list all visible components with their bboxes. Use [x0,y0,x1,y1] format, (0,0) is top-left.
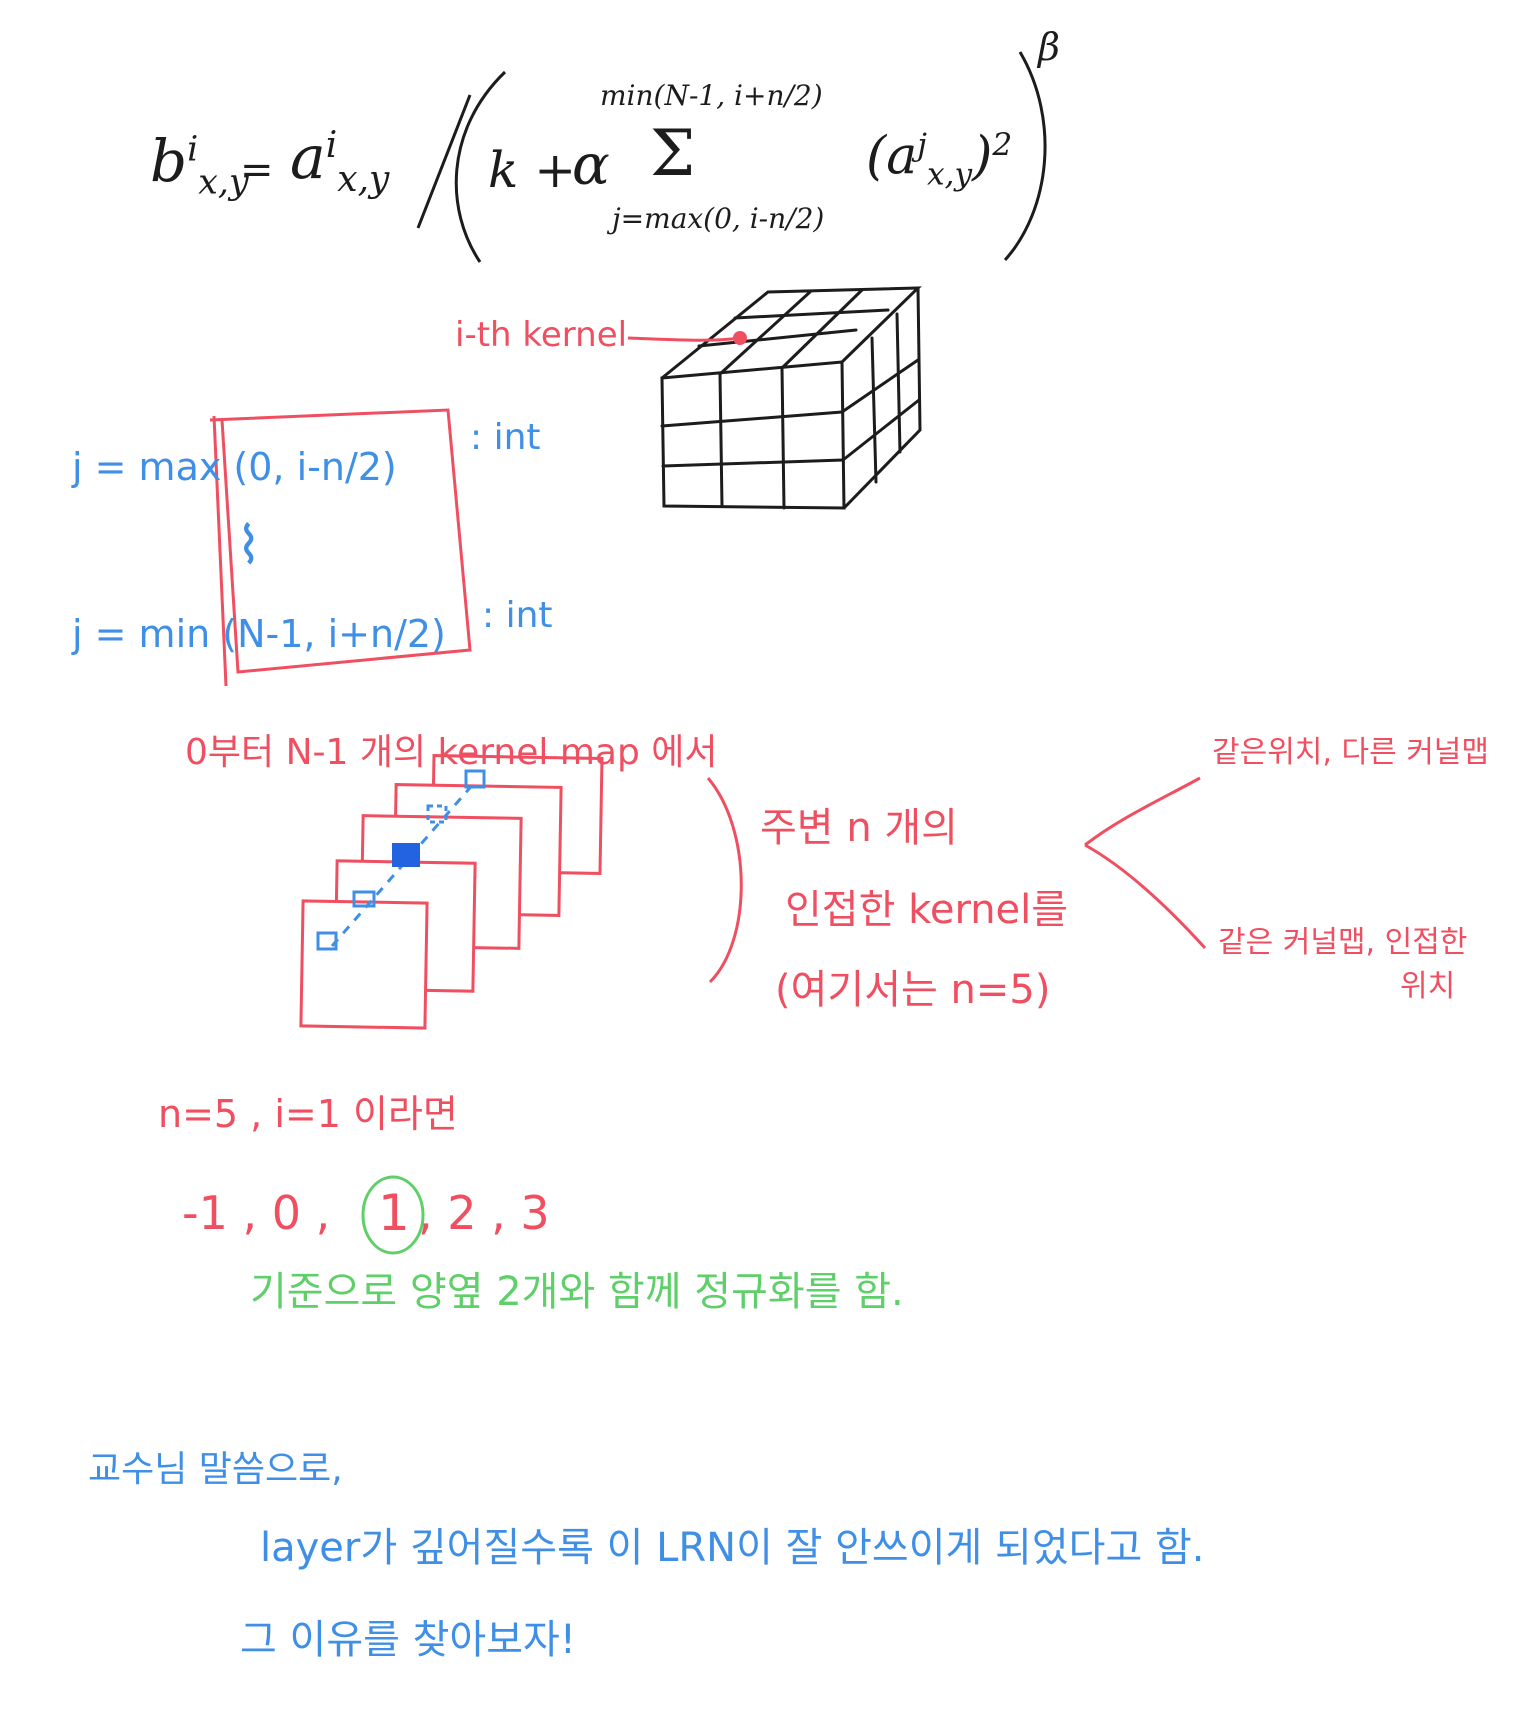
sequence-right: , 2 , 3 [418,1186,550,1240]
formula-alpha: α [572,133,610,198]
formula-sum-upper: min(N-1, i+n/2) [600,79,823,112]
maps-caption: 0부터 N-1 개의 kernel map 에서 [185,732,718,773]
formula-sum-lower: j=max(0, i-n/2) [612,202,825,235]
branch-bottom-label-2: 위치 [1400,969,1456,1004]
kernel-pointer-dot [733,331,747,345]
range-dots: ⌇ [236,516,262,576]
big-right-paren [1003,51,1047,262]
range-start: j = max (0, i-n/2) [72,445,397,489]
kernel-map-1 [299,899,429,1030]
neighbors-line-2: 인접한 kernel를 [785,887,1069,933]
closing-line-3: 그 이유를 찾아보자! [240,1617,576,1663]
example-condition: n=5 , i=1 이라면 [158,1092,458,1136]
neighbors-paren [706,777,743,984]
kernel-map-stack [299,754,604,1030]
neighbors-line-3: (여기서는 n=5) [775,967,1051,1013]
range-end: j = min (N-1, i+n/2) [72,612,446,656]
formula-sigma: Σ [650,117,696,191]
center-square [392,843,420,867]
kernel-pointer-line [627,336,741,342]
neighbor-square-3 [426,804,448,824]
branch-bottom-line [1084,843,1207,950]
range-box-left-edge [212,415,228,687]
kernel-cube [660,286,922,510]
big-left-paren [454,70,507,263]
formula-equals: = [240,147,274,193]
branch-top-line [1084,776,1201,847]
range-box [209,408,472,674]
neighbor-square-1 [316,931,338,951]
neighbor-square-2 [352,890,376,908]
range-end-note: : int [482,595,553,636]
formula-k-plus: k + [488,141,577,199]
sequence-center: 1 [378,1184,410,1242]
division-slash [416,94,472,229]
branch-top-label: 같은위치, 다른 커널맵 [1212,735,1490,770]
sequence-left: -1 , 0 , [182,1186,331,1240]
neighbor-square-4 [464,769,486,789]
kernel-label: i-th kernel [455,315,628,355]
closing-line-1: 교수님 말씀으로, [88,1449,343,1490]
neighbors-line-1: 주변 n 개의 [760,805,958,851]
formula-lhs: bix,y [150,127,249,203]
formula-beta: β [1038,25,1060,69]
example-note: 기준으로 양옆 2개와 함께 정규화를 함. [250,1269,904,1315]
formula-activation: aix,y [290,123,390,200]
formula-term: (ajx,y)2 [866,126,1013,193]
highlight-circle [361,1175,425,1255]
branch-bottom-label-1: 같은 커널맵, 인접한 [1218,925,1468,960]
range-start-note: : int [470,417,541,458]
closing-line-2: layer가 깊어질수록 이 LRN이 잘 안쓰이게 되었다고 함. [260,1525,1205,1571]
